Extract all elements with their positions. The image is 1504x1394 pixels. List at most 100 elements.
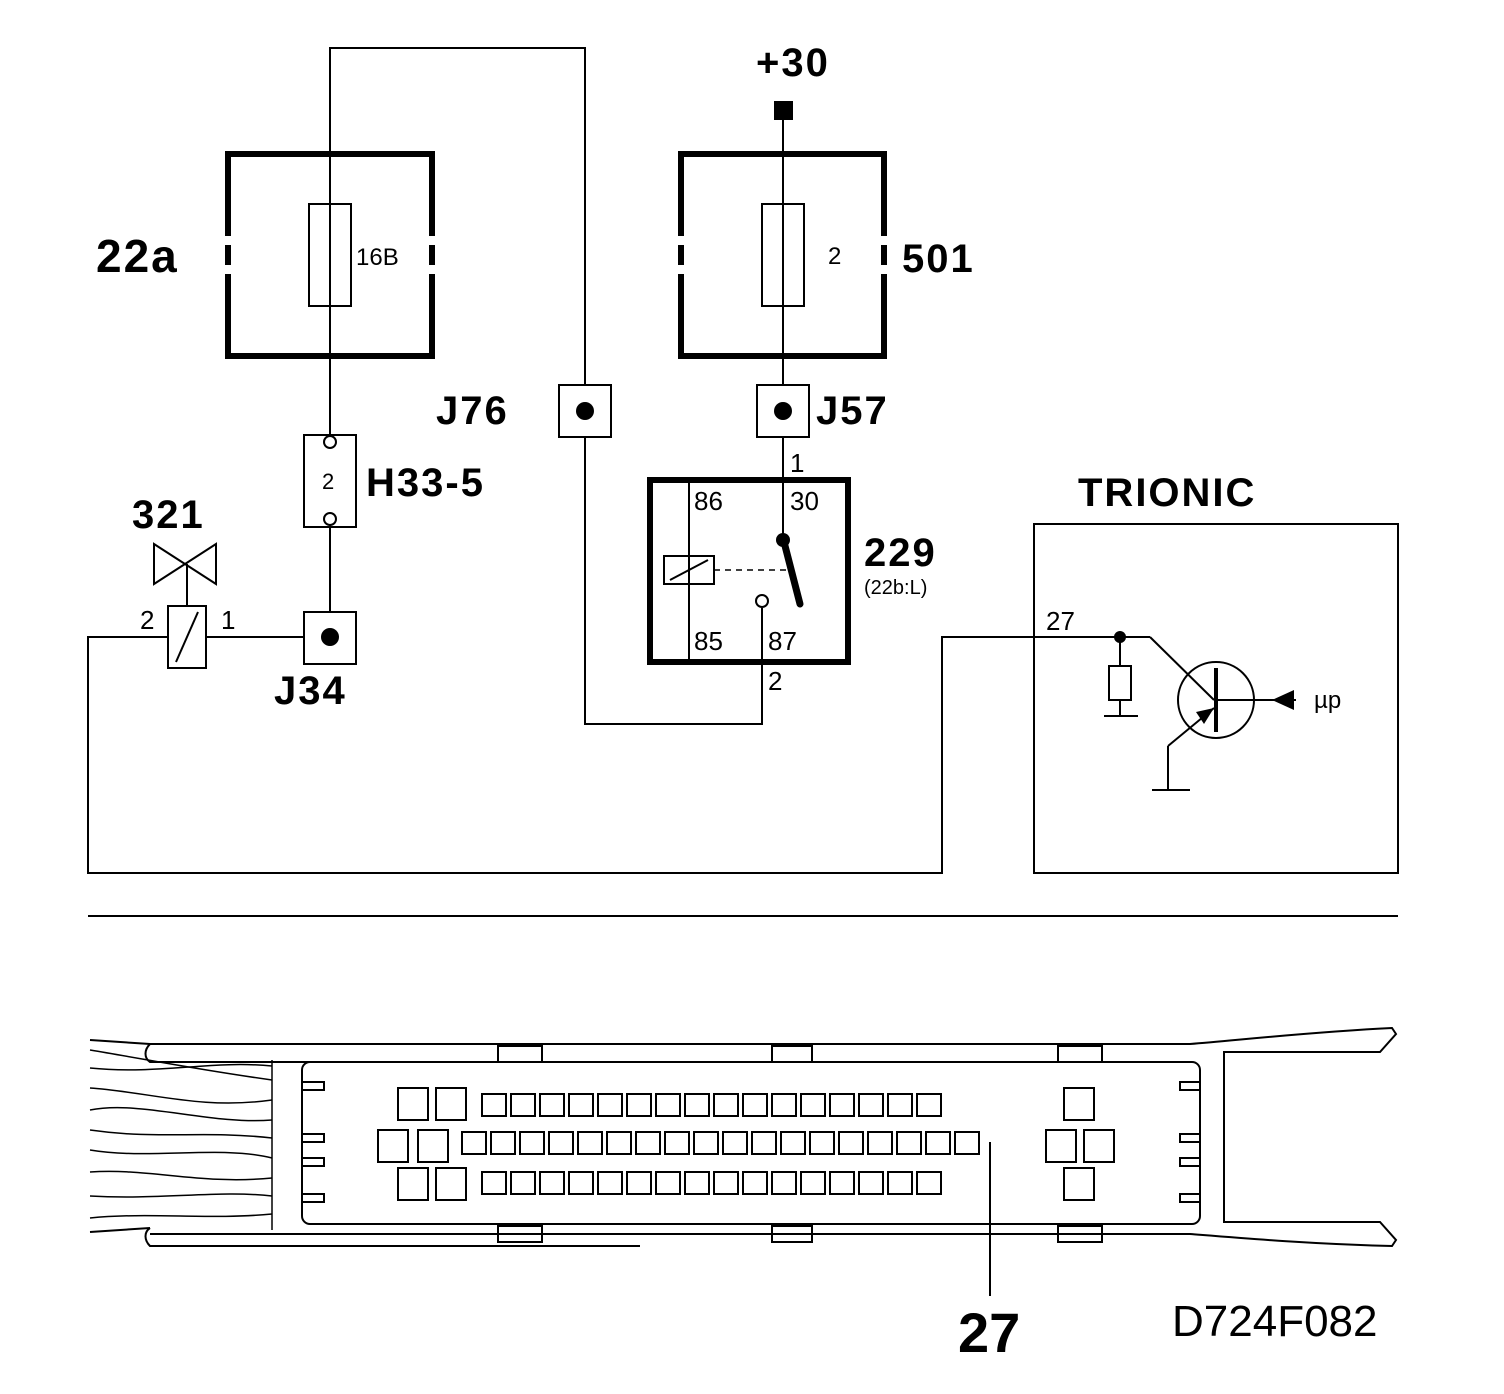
valve-pin-left: 2: [140, 605, 154, 635]
pin-cell: [916, 1093, 942, 1117]
pin-cell: [635, 1131, 661, 1155]
connector-pin-label: 27: [958, 1301, 1020, 1364]
pin-cell: [664, 1131, 690, 1155]
pin-cell: [655, 1093, 681, 1117]
h33-label: H33-5: [366, 461, 485, 505]
pin-cell: [539, 1093, 565, 1117]
pin-cell: [896, 1131, 922, 1155]
pin-cell: [800, 1171, 826, 1195]
ecu-connector: 27 D724F082: [89, 1026, 1398, 1364]
pin-cell: [925, 1131, 951, 1155]
pin-cell: [800, 1093, 826, 1117]
pin-large: [1063, 1167, 1095, 1201]
pin-cell: [829, 1093, 855, 1117]
pin-cell: [481, 1171, 507, 1195]
pin-large: [435, 1087, 467, 1121]
pin-cell: [693, 1131, 719, 1155]
trionic-ecu: TRIONIC 27 µp: [1033, 471, 1399, 874]
connector-pins: [377, 1087, 1115, 1201]
trionic-label: TRIONIC: [1078, 471, 1256, 515]
pin-cell: [461, 1131, 487, 1155]
pin-large: [397, 1087, 429, 1121]
pin-cell: [481, 1093, 507, 1117]
pin-cell: [954, 1131, 980, 1155]
pin-cell: [684, 1093, 710, 1117]
pin-cell: [829, 1171, 855, 1195]
relay-in-pin: 1: [790, 448, 804, 478]
relay-pin-87: 87: [768, 626, 797, 656]
pin-cell: [858, 1171, 884, 1195]
pin-cell: [684, 1171, 710, 1195]
pin-cell: [626, 1171, 652, 1195]
fusebox-501-label: 501: [902, 237, 975, 281]
pin-cell: [713, 1093, 739, 1117]
pin-large: [1063, 1087, 1095, 1121]
pin-cell: [887, 1093, 913, 1117]
ecu-mp-label: µp: [1314, 687, 1341, 714]
pin-cell: [916, 1171, 942, 1195]
valve-label: 321: [132, 493, 205, 537]
pin-cell: [626, 1093, 652, 1117]
pin-cell: [713, 1171, 739, 1195]
pin-large: [1045, 1129, 1077, 1163]
j34-label: J34: [274, 669, 347, 713]
relay-out-pin: 2: [768, 666, 782, 696]
fuse-2-label: 2: [828, 243, 841, 270]
supply-terminal: +30: [756, 41, 830, 120]
fusebox-22a-label: 22a: [96, 230, 179, 282]
pin-cell: [597, 1171, 623, 1195]
relay-label: 229: [864, 531, 937, 575]
pin-cell: [577, 1131, 603, 1155]
pin-large: [435, 1167, 467, 1201]
pin-large: [397, 1167, 429, 1201]
pin-cell: [568, 1171, 594, 1195]
connector-j34: J34: [274, 611, 357, 713]
h33-pin-label: 2: [322, 469, 334, 494]
pin-cell: [548, 1131, 574, 1155]
valve-pin-right: 1: [221, 605, 235, 635]
fusebox-501: 501 2: [678, 151, 975, 359]
relay-229: 86 30 85 87 1 2 229 (22b:L): [647, 448, 937, 696]
pin-cell: [606, 1131, 632, 1155]
relay-pin-85: 85: [694, 626, 723, 656]
wires: [87, 47, 1398, 917]
fuse-16b-label: 16B: [356, 244, 399, 271]
pin-cell: [751, 1131, 777, 1155]
relay-pin-30: 30: [790, 486, 819, 516]
pin-cell: [597, 1093, 623, 1117]
pin-cell: [838, 1131, 864, 1155]
connector-h33-5: 2 H33-5: [303, 434, 485, 528]
pin-cell: [742, 1171, 768, 1195]
j76-label: J76: [436, 389, 509, 433]
j57-label: J57: [816, 389, 889, 433]
pin-cell: [490, 1131, 516, 1155]
pin-cell: [539, 1171, 565, 1195]
pin-cell: [780, 1131, 806, 1155]
pin-cell: [887, 1171, 913, 1195]
fusebox-22a: 22a 16B: [96, 151, 435, 359]
ecu-pin-label: 27: [1046, 606, 1075, 636]
pin-large: [377, 1129, 409, 1163]
pin-cell: [867, 1131, 893, 1155]
pin-large: [417, 1129, 449, 1163]
pin-cell: [655, 1171, 681, 1195]
relay-sub-label: (22b:L): [864, 577, 927, 599]
pin-cell: [809, 1131, 835, 1155]
valve-321: 321 2 1: [132, 493, 235, 669]
pin-cell: [722, 1131, 748, 1155]
pin-cell: [771, 1093, 797, 1117]
pin-cell: [519, 1131, 545, 1155]
pin-cell: [742, 1093, 768, 1117]
drawing-code: D724F082: [1172, 1297, 1377, 1346]
connector-j57: J57: [756, 384, 889, 438]
relay-pin-86: 86: [694, 486, 723, 516]
connector-j76: J76: [436, 384, 612, 438]
supply-label: +30: [756, 41, 830, 85]
pin-cell: [510, 1093, 536, 1117]
pin-large: [1083, 1129, 1115, 1163]
pin-cell: [510, 1171, 536, 1195]
pin-cell: [568, 1093, 594, 1117]
pin-cell: [771, 1171, 797, 1195]
pin-cell: [858, 1093, 884, 1117]
